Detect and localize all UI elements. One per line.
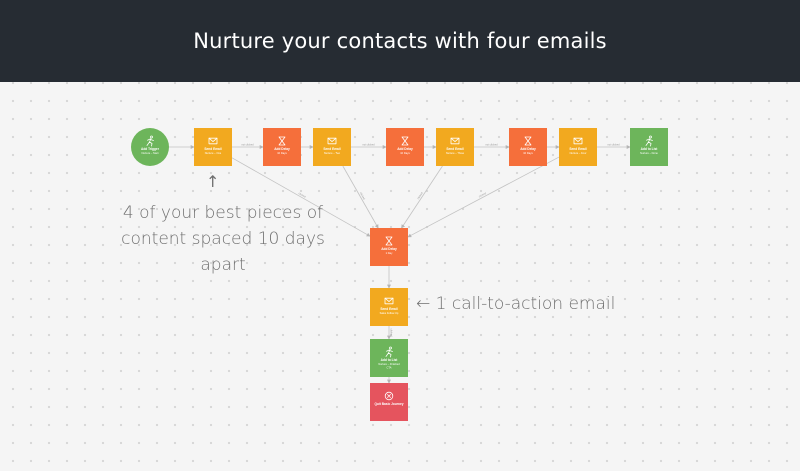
- edge-n10-n11: clicked: [387, 326, 394, 340]
- hourglass-icon: [524, 136, 532, 146]
- envelope-icon: [384, 297, 394, 305]
- exit-icon: [384, 391, 394, 401]
- envelope-icon: [450, 137, 460, 145]
- node-subtitle: Nurture – Two: [324, 151, 341, 155]
- node-subtitle: 10 Days: [400, 151, 410, 155]
- edge-label: not clicked: [607, 143, 620, 147]
- node-shape: [131, 128, 169, 166]
- hourglass-icon: [401, 136, 409, 146]
- node-subtitle: Nurture – Done: [640, 151, 658, 155]
- node-shape: [370, 383, 408, 421]
- node-subtitle: 10 Days: [277, 151, 287, 155]
- node-title: Send Email: [446, 147, 463, 151]
- annotation-arrow-up: ↑: [206, 172, 220, 191]
- edge-n7-n9: clicked: [407, 156, 560, 238]
- connector-line: [231, 157, 371, 237]
- hourglass-icon: [385, 236, 393, 246]
- node-title: Add to List: [381, 358, 399, 362]
- node-subtitle: 10 Days: [523, 151, 533, 155]
- node-title: Send Email: [380, 307, 397, 311]
- node-shape: [263, 128, 301, 166]
- node-subtitle: Nurture – One: [205, 151, 222, 155]
- node-shape: [370, 228, 408, 266]
- edge-label: not clicked: [362, 143, 375, 147]
- node-title: Add Trigger: [141, 147, 160, 151]
- node-title: Send Email: [569, 147, 586, 151]
- node-subtitle: 1 Day: [386, 251, 393, 255]
- node-subtitle: Nurture – Four: [570, 151, 587, 155]
- node-subtitle: Nurture – Three: [446, 151, 465, 155]
- edge-n5-n6: not clicked: [474, 143, 510, 149]
- envelope-icon: [573, 137, 583, 145]
- run-icon: [385, 346, 393, 358]
- edges-layer: not clicked not clicked not clicked not cli…: [169, 143, 631, 384]
- node-title: Send Email: [204, 147, 221, 151]
- edge-label: not clicked: [241, 143, 254, 147]
- node-exit-n12[interactable]: Quit Basic Journey: [370, 383, 408, 421]
- page-title: Nurture your contacts with four emails: [193, 29, 607, 53]
- edge-n5-n9: clicked: [401, 165, 443, 229]
- node-title: Add Delay: [274, 147, 290, 151]
- edge-n7-n8: not clicked: [597, 143, 631, 149]
- header-bar: Nurture your contacts with four emails: [0, 0, 800, 82]
- node-shape: [370, 339, 408, 377]
- envelope-icon: [327, 137, 337, 145]
- node-subtitle: Nurture – Start: [141, 151, 158, 155]
- node-title: Add to List: [641, 147, 659, 151]
- edge-n1-n9: clicked: [231, 157, 371, 237]
- edge-label: clicked: [298, 191, 307, 199]
- edge-label: clicked: [359, 191, 367, 200]
- edge-n1-n2: not clicked: [232, 143, 264, 149]
- connector-line: [407, 156, 560, 238]
- node-shape: [194, 128, 232, 166]
- node-shape: [630, 128, 668, 166]
- edge-label: clicked: [390, 329, 394, 337]
- node-shape: [559, 128, 597, 166]
- envelope-icon: [208, 137, 218, 145]
- edge-label: not clicked: [485, 143, 498, 147]
- node-subtitle: Nurture – Finished: [378, 362, 400, 366]
- annotation-best-content: 4 of your best pieces of content spaced …: [108, 200, 338, 278]
- node-shape: [436, 128, 474, 166]
- node-subtitle-2: CTA: [387, 366, 392, 370]
- node-shape: [509, 128, 547, 166]
- edge-label: clicked: [416, 191, 424, 200]
- annotation-line-1: 4 of your best pieces of: [122, 203, 324, 223]
- node-shape: [370, 288, 408, 326]
- node-title: Add Delay: [381, 247, 397, 251]
- node-title: Send Email: [323, 147, 340, 151]
- node-title: Quit Basic Journey: [374, 402, 403, 406]
- node-subtitle: Sales Follow Up: [380, 311, 399, 315]
- node-shape: [386, 128, 424, 166]
- hourglass-icon: [278, 136, 286, 146]
- connector-line: [342, 165, 379, 229]
- annotation-cta-email: ← 1 call-to-action email: [416, 294, 616, 314]
- node-title: Add Delay: [520, 147, 536, 151]
- edge-label: clicked: [478, 191, 487, 199]
- run-icon: [146, 135, 154, 147]
- run-icon: [645, 135, 653, 147]
- edge-n3-n9: clicked: [342, 165, 379, 229]
- edge-n3-n4: not clicked: [351, 143, 387, 149]
- node-shape: [313, 128, 351, 166]
- annotation-line-2: content spaced 10 days apart: [121, 229, 325, 275]
- node-title: Add Delay: [397, 147, 413, 151]
- connector-line: [401, 165, 443, 229]
